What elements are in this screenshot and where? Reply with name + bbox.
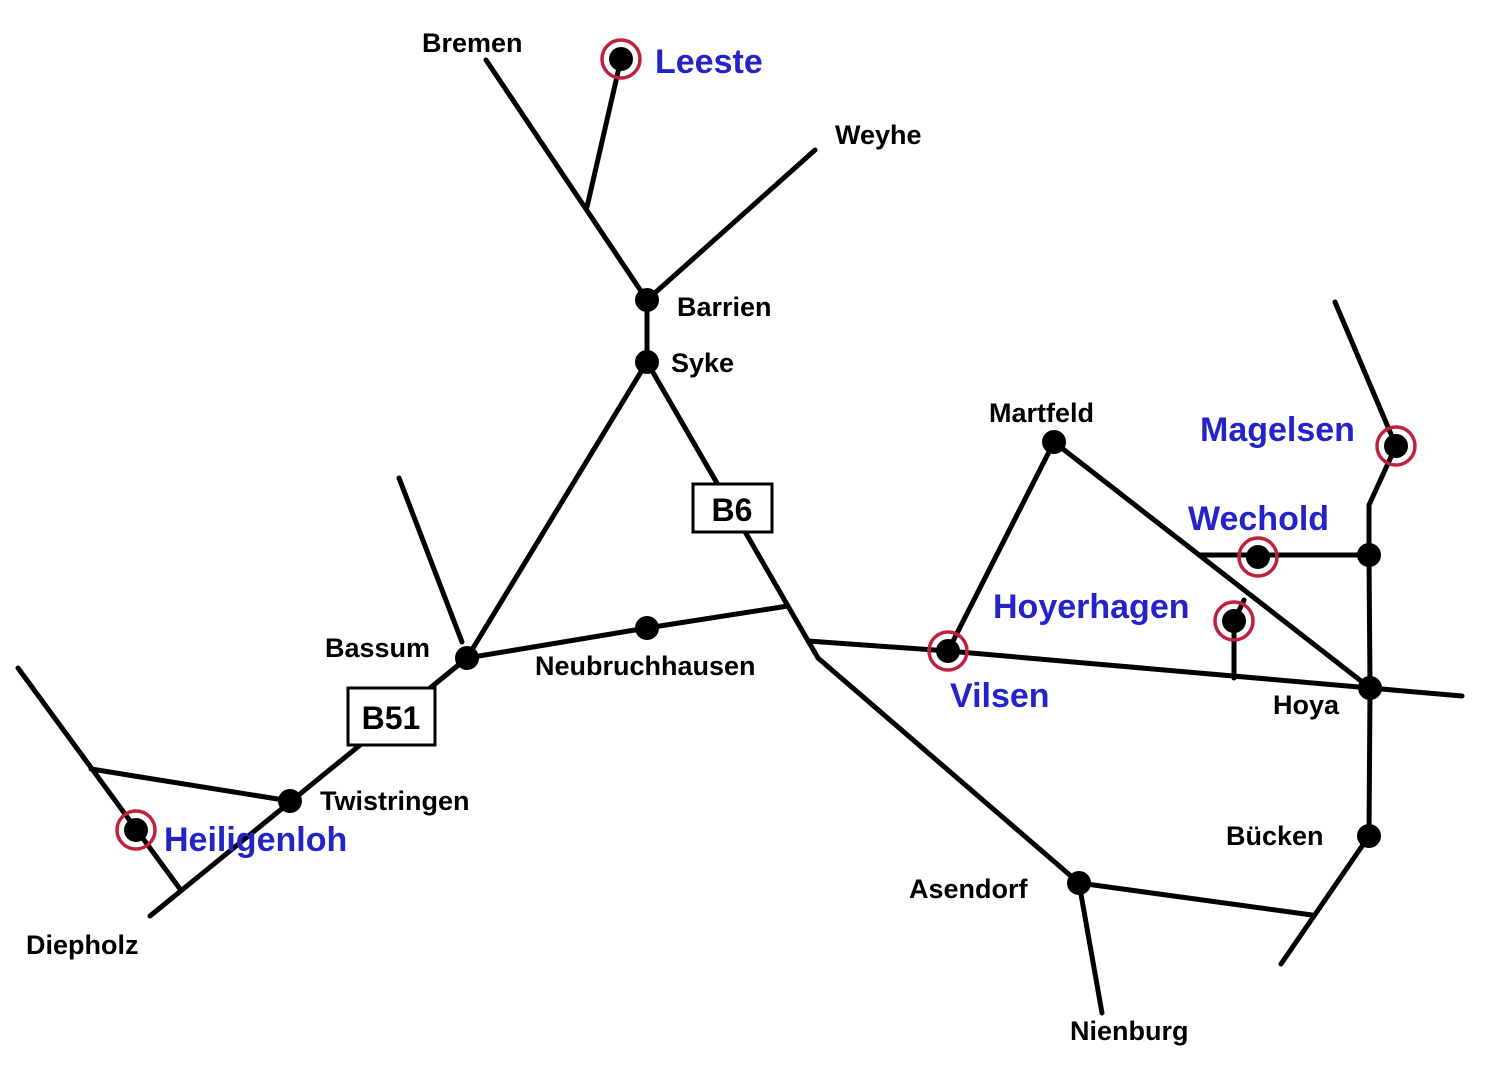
road-shield-b51-box — [346, 686, 437, 747]
road-shield-b51: B51 — [346, 686, 437, 747]
label-barrien: Barrien — [677, 292, 772, 322]
dot-asendorf — [1067, 871, 1091, 895]
road-magelsen — [1332, 299, 1399, 558]
dot-martfeld — [1042, 430, 1066, 454]
label-vilsen: Vilsen — [950, 677, 1050, 715]
road-shield-b6-label: B6 — [712, 492, 753, 528]
highlight-rings — [115, 38, 1417, 851]
dot-twistringen — [278, 789, 302, 813]
road-heiligenloh-northwest — [15, 665, 183, 892]
road-shield-b51-label: B51 — [362, 700, 421, 736]
road-weyhe-barrien — [644, 147, 818, 303]
label-diepholz: Diepholz — [26, 930, 139, 960]
highlight-ring-magelsen — [1375, 425, 1417, 467]
highlight-ring-heiligenloh — [115, 809, 157, 851]
dot-barrien — [635, 288, 659, 312]
place-labels: Bremen Weyhe Barrien Syke Bassum Neubruc… — [26, 28, 1340, 1046]
label-bassum: Bassum — [325, 633, 430, 663]
dot-vilsen — [936, 639, 960, 663]
label-neubruchhausen: Neubruchhausen — [535, 651, 756, 681]
road-hoya-buecken — [1366, 685, 1373, 839]
dot-neubruchhausen — [635, 616, 659, 640]
road-bassum-north — [396, 475, 465, 645]
road-b6 — [644, 359, 1082, 886]
dot-bassum — [455, 646, 479, 670]
road-syke-bassum — [464, 359, 650, 661]
label-hoyerhagen: Hoyerhagen — [993, 588, 1190, 626]
road-twistringen-west — [88, 766, 293, 804]
label-hoya: Hoya — [1273, 690, 1340, 720]
dot-hoyerhagen — [1222, 609, 1246, 633]
dot-hoya — [1358, 676, 1382, 700]
road-shield-b6-box — [691, 482, 774, 534]
label-heiligenloh: Heiligenloh — [164, 821, 347, 859]
label-leeste: Leeste — [655, 43, 763, 81]
road-leeste-branch — [584, 56, 624, 210]
label-buecken: Bücken — [1226, 821, 1324, 851]
label-nienburg: Nienburg — [1070, 1016, 1189, 1046]
label-twistringen: Twistringen — [320, 786, 470, 816]
highlight-ring-hoyerhagen — [1213, 600, 1255, 642]
label-wechold: Wechold — [1188, 500, 1329, 538]
road-buecken-south — [1278, 833, 1372, 967]
dot-wechold-junction — [1357, 543, 1381, 567]
label-syke: Syke — [671, 348, 734, 378]
town-dots — [124, 47, 1408, 895]
highlight-ring-leeste — [600, 38, 642, 80]
label-asendorf: Asendorf — [909, 874, 1029, 904]
road-asendorf-east — [1076, 880, 1315, 918]
road-b6-vilsen-hoya — [805, 638, 1465, 699]
road-vilsen-martfeld-hoya — [945, 438, 1373, 691]
dot-leeste — [609, 47, 633, 71]
label-magelsen: Magelsen — [1200, 411, 1355, 449]
road-asendorf-nienburg — [1076, 880, 1105, 1016]
dot-buecken — [1357, 824, 1381, 848]
road-wechold-hoya — [1366, 552, 1373, 691]
highlighted-place-labels: Leeste Heiligenloh Vilsen Magelsen Wecho… — [164, 43, 1355, 859]
dot-heiligenloh — [124, 818, 148, 842]
highlight-ring-vilsen — [927, 630, 969, 672]
label-martfeld: Martfeld — [989, 398, 1094, 428]
label-bremen: Bremen — [422, 28, 523, 58]
dot-syke — [635, 350, 659, 374]
dot-wechold — [1246, 545, 1270, 569]
road-bremen-barrien — [483, 57, 650, 303]
dot-magelsen — [1384, 434, 1408, 458]
label-weyhe: Weyhe — [835, 120, 922, 150]
road-shield-b6: B6 — [691, 482, 774, 534]
highlight-ring-wechold — [1237, 536, 1279, 578]
